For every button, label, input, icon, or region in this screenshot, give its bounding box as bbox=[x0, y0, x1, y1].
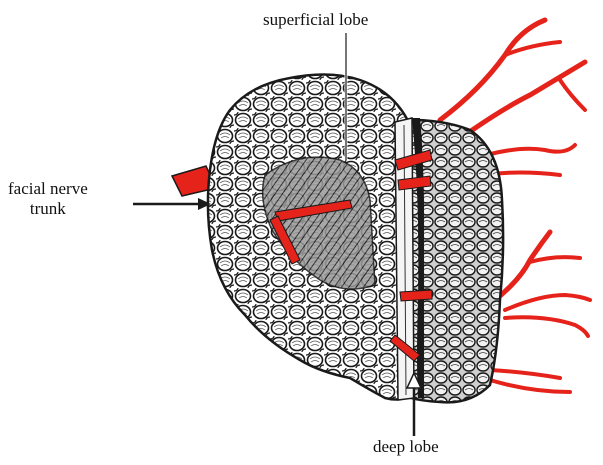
arrow-up-icon bbox=[407, 373, 421, 436]
superficial-lobe-label: superficial lobe bbox=[263, 10, 368, 30]
facial-nerve-trunk-label: facial nerve trunk bbox=[8, 179, 88, 219]
facial-nerve-label-line1: facial nerve bbox=[8, 179, 88, 199]
arrow-right-icon bbox=[133, 198, 211, 210]
facial-nerve-label-line2: trunk bbox=[8, 199, 88, 219]
nerve-branches-lower bbox=[490, 232, 590, 392]
deep-lobe-label: deep lobe bbox=[373, 437, 439, 457]
